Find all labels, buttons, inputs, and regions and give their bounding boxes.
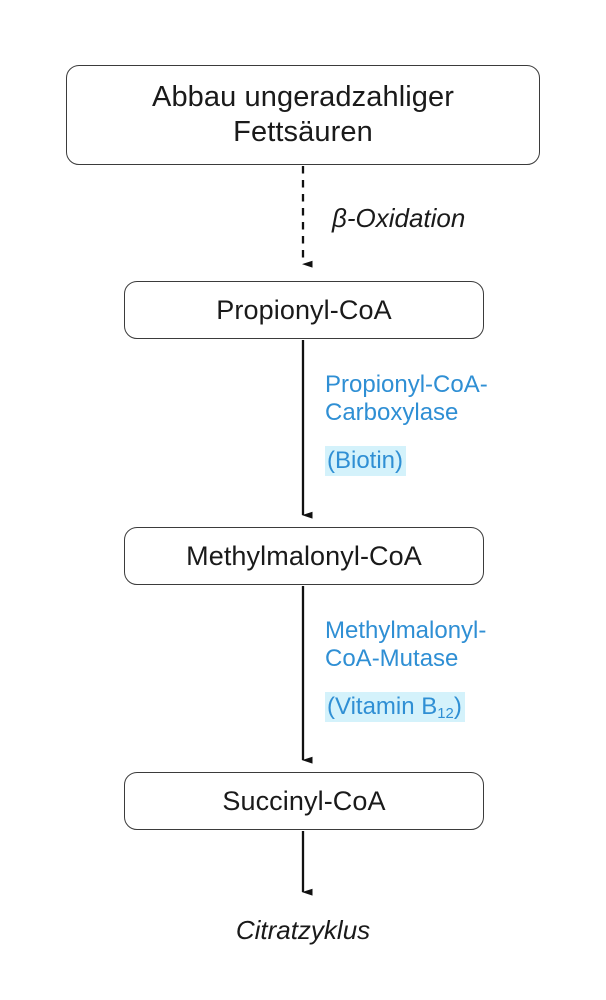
node-methylmalonyl-coa-label: Methylmalonyl-CoA (186, 540, 422, 571)
enzyme-annotation-mutase: Methylmalonyl- CoA-Mutase (Vitamin B12) (325, 617, 555, 725)
cofactor-vitamin-b12-suffix: ) (453, 693, 462, 721)
cofactor-biotin-text: (Biotin) (327, 447, 404, 475)
enzyme-name-mutase: Methylmalonyl- CoA-Mutase (325, 617, 487, 673)
node-substrate: Abbau ungeradzahliger Fettsäuren (66, 65, 540, 165)
node-succinyl-coa: Succinyl-CoA (124, 772, 484, 830)
node-propionyl-coa-label: Propionyl-CoA (216, 294, 392, 325)
cofactor-vitamin-b12: (Vitamin B12) (325, 692, 465, 722)
cofactor-biotin: (Biotin) (325, 446, 407, 477)
edge-label-beta-oxidation: β-Oxidation (332, 203, 466, 233)
enzyme-annotation-carboxylase: Propionyl-CoA- Carboxylase (Biotin) (325, 371, 555, 479)
cofactor-vitamin-b12-text: (Vitamin B (327, 693, 438, 721)
cofactor-vitamin-b12-subscript: 12 (437, 706, 454, 723)
node-succinyl-coa-label: Succinyl-CoA (222, 785, 386, 816)
enzyme-name-carboxylase: Propionyl-CoA- Carboxylase (325, 371, 488, 427)
cofactor-row-biotin: (Biotin) (325, 444, 555, 479)
cofactor-row-vitamin-b12: (Vitamin B12) (325, 690, 555, 725)
node-propionyl-coa: Propionyl-CoA (124, 281, 484, 339)
outflow-label-citratzyklus: Citratzyklus (235, 915, 371, 945)
node-substrate-label: Abbau ungeradzahliger Fettsäuren (152, 80, 454, 148)
node-methylmalonyl-coa: Methylmalonyl-CoA (124, 527, 484, 585)
